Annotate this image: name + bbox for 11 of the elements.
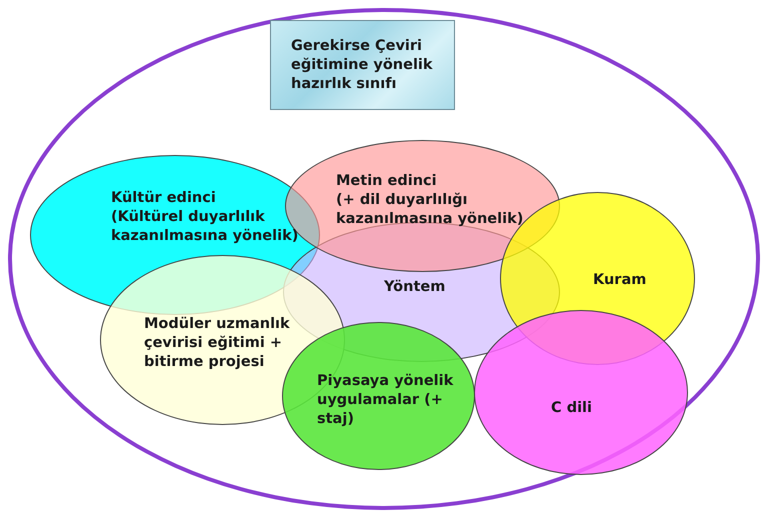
ellipse-label: Yöntem [384, 278, 446, 297]
ellipse-label: Kuram [593, 271, 648, 290]
ellipse-label: (+ dil duyarlılığı kazanılmasına yönelik) [336, 191, 524, 229]
ellipse-label: (Kültürel duyarlılık kazanılmasına yönelik) [111, 208, 300, 246]
ellipse-label: Metin edinci [336, 172, 438, 191]
ellipse-label: C dili [551, 399, 593, 418]
ellipse-label: Modüler uzmanlık çevirisi eğitimi + bitirme projesi [144, 315, 291, 372]
box-text: Gerekirse Çeviri eğitimine yönelik hazırlık sınıfı [291, 37, 434, 94]
ellipse-label: Kültür edinci [111, 189, 217, 208]
ellipse-label: Piyasaya yönelik uygulamalar (+ staj) [317, 372, 454, 429]
title-box [270, 20, 455, 110]
